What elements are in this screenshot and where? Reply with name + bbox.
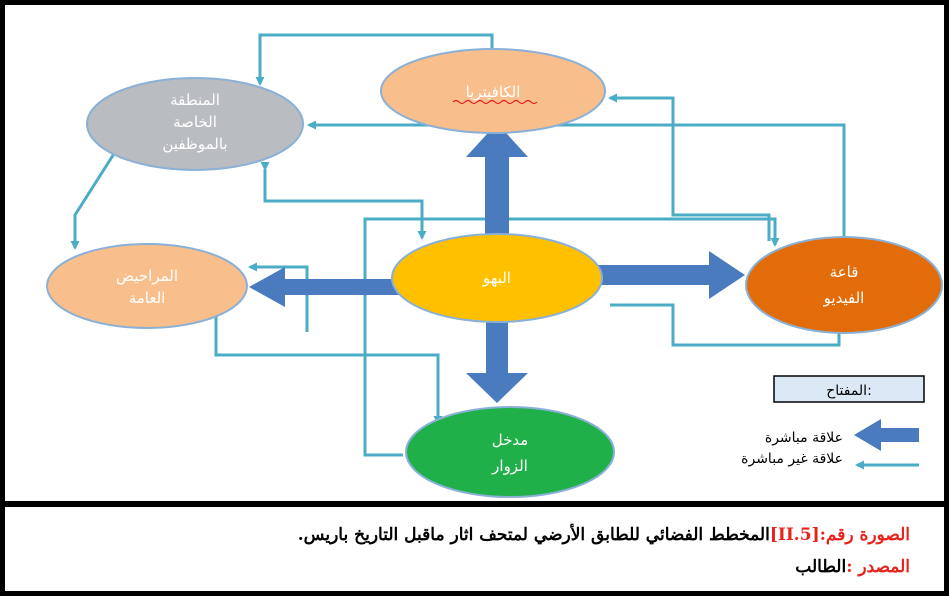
source-label: المصدر : (846, 557, 910, 577)
caption-source-line: المصدر :الطالب (795, 557, 910, 577)
indirect-line-staff-toilets (70, 140, 125, 250)
source-value: الطالب (795, 557, 847, 577)
direct-relation-arrows (249, 123, 745, 403)
node-entrance-line-2: الزوار (491, 457, 528, 475)
legend-indirect-label: علاقة غير مباشرة (741, 451, 843, 467)
node-public-toilets: المراحيض العامة (46, 243, 248, 329)
node-cafeteria: الكافيتريا (380, 48, 606, 134)
node-staff-line-2: الخاصة (173, 113, 217, 131)
direct-arrow-lobby-cafeteria (466, 123, 528, 255)
node-lobby-shape (391, 233, 603, 323)
legend-title-box (773, 375, 925, 403)
indirect-line-staff-lobby (260, 162, 427, 240)
legend-direct-arrow (854, 419, 919, 451)
caption-title-line: الصورة رقم:[5.II]المخطط الفضائي للطابق ا… (298, 525, 910, 545)
indirect-line-lobby-toilets (248, 262, 309, 332)
indirect-line-video-loop (610, 303, 841, 347)
indirect-line-toilets-entrance (214, 288, 443, 425)
diagram-nodes: المنطقة الخاصة بالموظفين الكافيتريا المر… (46, 48, 943, 498)
legend: المفتاح: علاقة مباشرة علاقة غير مباشرة (741, 375, 925, 470)
figure-caption: الصورة رقم:[5.II]المخطط الفضائي للطابق ا… (5, 507, 944, 591)
node-visitor-entrance: مدخل الزوار (405, 406, 615, 498)
indirect-line-video-cafeteria (608, 93, 771, 241)
node-cafeteria-label: الكافيتريا (466, 83, 521, 101)
relationship-diagram: المنطقة الخاصة بالموظفين الكافيتريا المر… (46, 33, 943, 498)
node-video-line-1: قاعة (830, 263, 859, 281)
node-cafeteria-shape (380, 48, 606, 134)
node-lobby-label: البهو (482, 269, 511, 287)
indirect-line-cafeteria-staff (255, 33, 497, 86)
node-staff-line-3: بالموظفين (162, 135, 227, 153)
node-staff-shape (86, 77, 304, 171)
node-video-line-2: الفيديو (823, 289, 865, 307)
spellcheck-underline (452, 99, 538, 105)
indirect-line-video-staff (307, 120, 846, 238)
direct-arrow-lobby-toilets (249, 267, 400, 307)
diagram-area: المنطقة الخاصة بالموظفين الكافيتريا المر… (5, 5, 944, 501)
figure-label: الصورة رقم: (819, 525, 910, 545)
node-toilets-line-2: العامة (129, 289, 166, 307)
node-staff-line-1: المنطقة (170, 91, 220, 109)
direct-arrow-lobby-entrance (466, 295, 528, 403)
figure-number: [5.II] (769, 525, 820, 545)
node-video-shape (745, 236, 943, 334)
legend-direct-label: علاقة مباشرة (765, 430, 843, 446)
node-entrance-shape (405, 406, 615, 498)
indirect-line-entrance-video (363, 217, 780, 457)
node-staff-area: المنطقة الخاصة بالموظفين (86, 77, 304, 171)
node-lobby: البهو (391, 233, 603, 323)
node-toilets-shape (46, 243, 248, 329)
node-toilets-line-1: المراحيض (116, 267, 178, 285)
node-video-hall: قاعة الفيديو (745, 236, 943, 334)
node-entrance-line-1: مدخل (492, 431, 529, 449)
caption-divider (5, 501, 944, 507)
legend-title: المفتاح: (826, 383, 872, 399)
figure-title: المخطط الفضائي للطابق الأرضي لمتحف اثار … (297, 525, 770, 545)
direct-arrow-lobby-video (595, 251, 745, 299)
